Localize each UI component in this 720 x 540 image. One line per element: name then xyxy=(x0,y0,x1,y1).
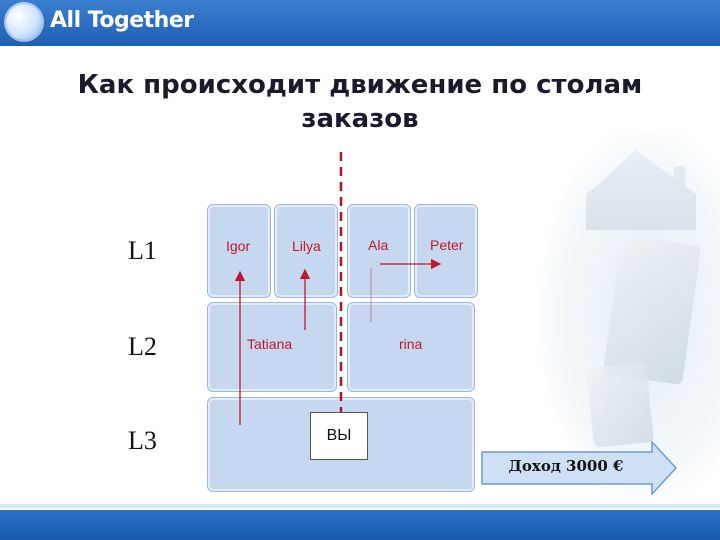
you-marker: ВЫ xyxy=(310,412,368,460)
footer-bar xyxy=(0,510,720,540)
footer-divider xyxy=(0,504,720,508)
income-label: Доход 3000 € xyxy=(486,446,646,486)
